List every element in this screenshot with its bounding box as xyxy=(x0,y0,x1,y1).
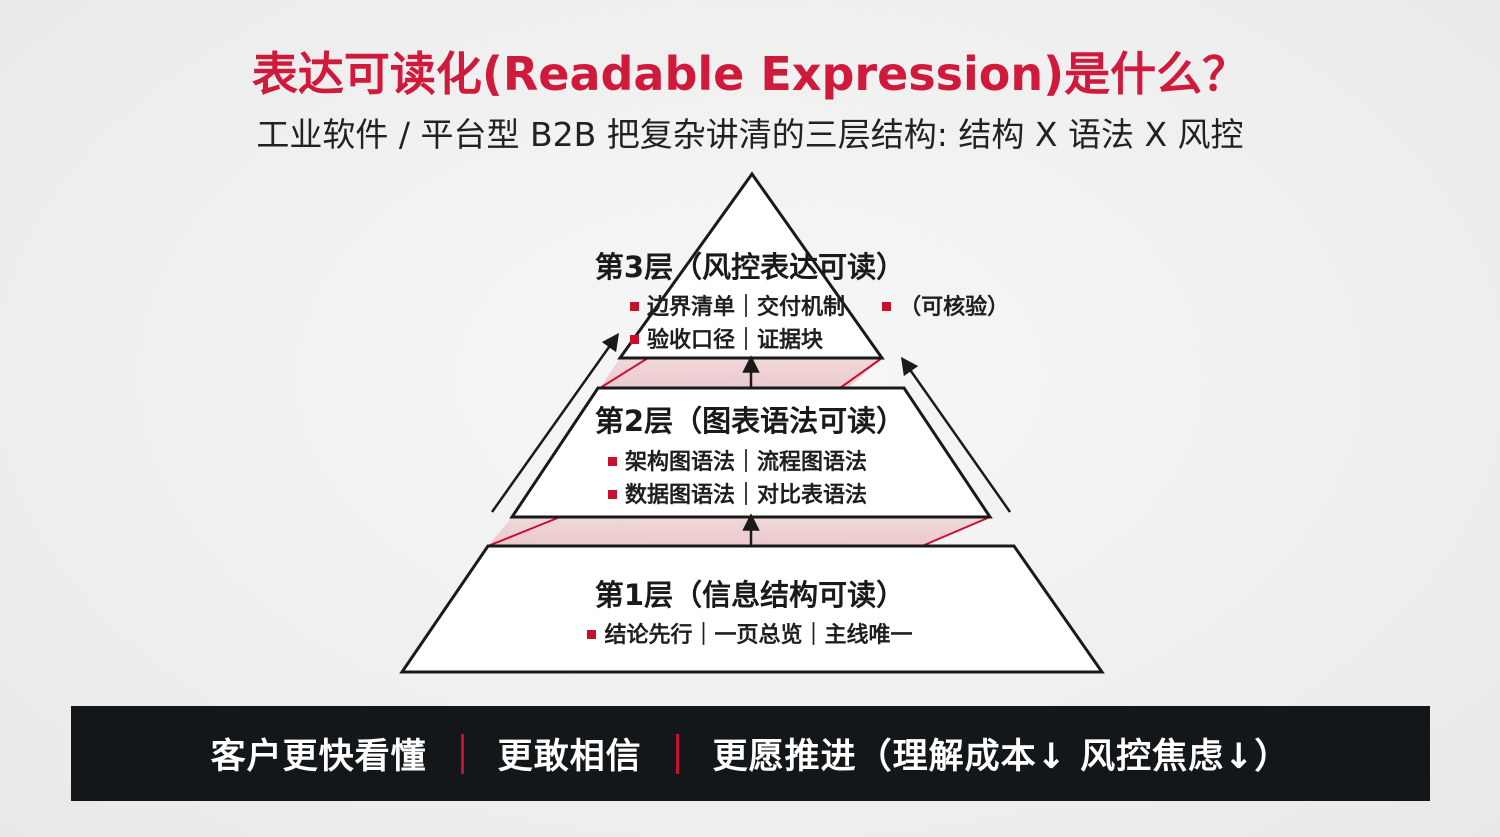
band-lower xyxy=(488,517,990,546)
bullet-icon xyxy=(630,334,639,344)
band-lower-edge-right xyxy=(921,516,991,547)
bullet-icon xyxy=(630,301,639,311)
footer-item-1: 客户更快看懂 xyxy=(210,737,427,777)
bullet-icon xyxy=(608,456,617,466)
band-upper-edge-left xyxy=(599,357,649,389)
bullet-icon xyxy=(882,301,892,311)
layer2-title: 第2层（图表语法可读） xyxy=(594,404,906,438)
layer1-block: 第1层（信息结构可读） xyxy=(500,572,1000,614)
pyramid-diagram xyxy=(399,171,1105,674)
layer1-shape xyxy=(399,544,1105,674)
layer2-line2-row: 数据图语法｜对比表语法 xyxy=(608,477,928,509)
arrow-side-right xyxy=(900,356,1012,513)
layer1-title: 第1层（信息结构可读） xyxy=(594,578,906,612)
band-upper xyxy=(600,358,882,388)
layer2-shape xyxy=(509,386,993,519)
layer2-block: 第2层（图表语法可读） xyxy=(500,398,1000,440)
arrow-side-left xyxy=(490,332,620,513)
layer3-title: 第3层（风控表达可读） xyxy=(594,250,906,284)
footer-bar: 客户更快看懂 更敢相信 更愿推进（理解成本↓ 风控焦虑↓） xyxy=(71,706,1430,801)
layer1-line1-row: 结论先行｜一页总览｜主线唯一 xyxy=(500,617,1000,649)
page-subtitle: 工业软件 / 平台型 B2B 把复杂讲清的三层结构: 结构 X 语法 X 风控 xyxy=(256,115,1244,154)
layer3-block: 第3层（风控表达可读） xyxy=(500,244,1000,286)
layer3-line1-extra: （可核验） xyxy=(882,295,1009,320)
layer2-line1: 架构图语法｜流程图语法 xyxy=(608,450,867,475)
layer3-line2-row: 验收口径｜证据块 xyxy=(630,322,930,354)
footer-item-3: 更愿推进（理解成本↓ 风控焦虑↓） xyxy=(712,737,1291,777)
page-title: 表达可读化(Readable Expression)是什么？ xyxy=(251,47,1249,101)
bullet-icon xyxy=(608,489,617,499)
layer1-line1: 结论先行｜一页总览｜主线唯一 xyxy=(587,623,913,648)
band-lower-edge-left xyxy=(487,516,561,547)
footer-separator xyxy=(460,733,464,774)
layer2-line2: 数据图语法｜对比表语法 xyxy=(608,483,867,508)
layer3-line2: 验收口径｜证据块 xyxy=(630,328,823,353)
layer3-line1-row: 边界清单｜交付机制 （可核验） xyxy=(630,289,1030,321)
layer3-line1: 边界清单｜交付机制 xyxy=(630,295,845,320)
band-upper-edge-right xyxy=(839,357,883,389)
footer-separator xyxy=(675,733,679,774)
layer2-line1-row: 架构图语法｜流程图语法 xyxy=(608,444,928,476)
footer-item-2: 更敢相信 xyxy=(497,737,642,777)
bullet-icon xyxy=(587,629,597,639)
